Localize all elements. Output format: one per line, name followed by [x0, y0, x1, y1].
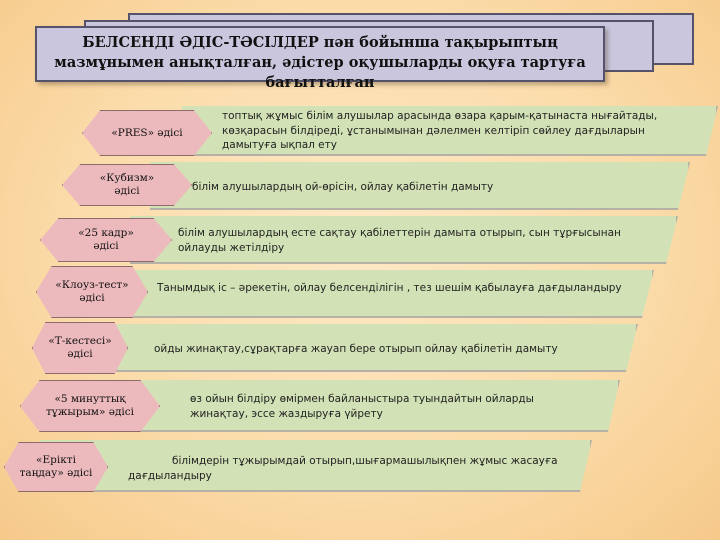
slide-title: БЕЛСЕНДІ ӘДІС-ТӘСІЛДЕР пән бойынша тақыр… [54, 34, 586, 91]
title-card: БЕЛСЕНДІ ӘДІС-ТӘСІЛДЕР пән бойынша тақыр… [35, 26, 605, 91]
